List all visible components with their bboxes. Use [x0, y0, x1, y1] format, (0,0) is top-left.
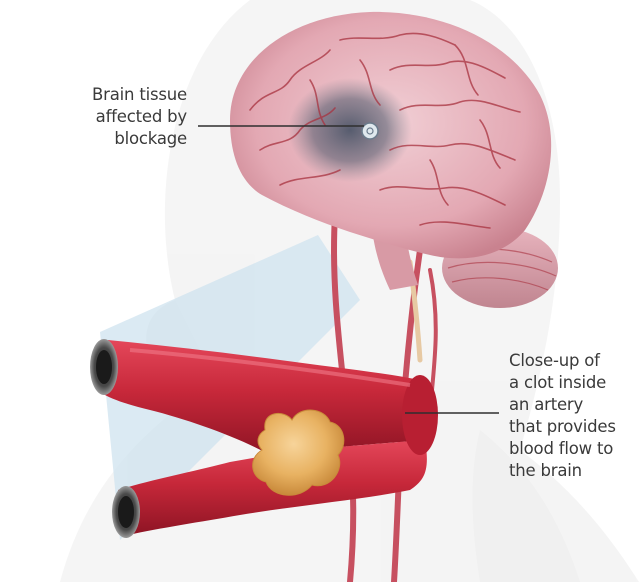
blockage-marker-icon — [362, 123, 378, 139]
brain-tissue-label: Brain tissue affected by blockage — [92, 84, 187, 150]
clot-label-line-2: a clot inside — [509, 372, 616, 394]
clot-closeup-label: Close-up of a clot inside an artery that… — [509, 350, 616, 482]
clot-label-line-3: an artery — [509, 394, 616, 416]
clot-label-line-5: blood flow to — [509, 438, 616, 460]
brain-tissue-label-line-2: affected by — [92, 106, 187, 128]
clot-label-line-4: that provides — [509, 416, 616, 438]
clot-label-line-6: the brain — [509, 460, 616, 482]
brain-tissue-label-line-1: Brain tissue — [92, 84, 187, 106]
brain-tissue-label-line-3: blockage — [92, 128, 187, 150]
clot-label-line-1: Close-up of — [509, 350, 616, 372]
